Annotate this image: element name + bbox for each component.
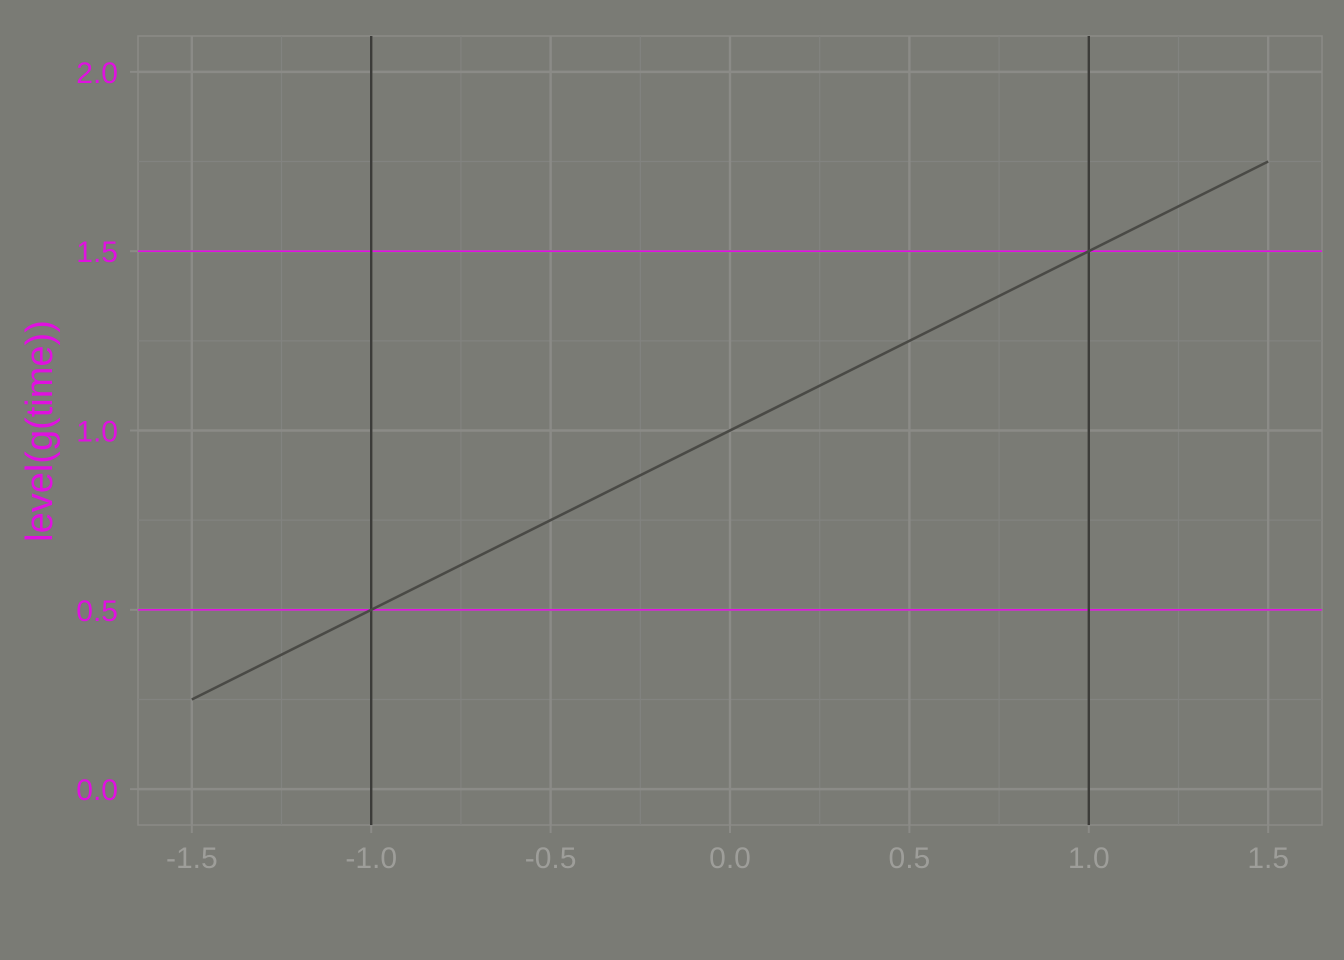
x-tick-label: 1.5: [1247, 842, 1289, 875]
y-axis-title: level(g(time)): [19, 320, 61, 542]
y-tick-label: 1.5: [76, 236, 118, 269]
y-tick-label: 0.5: [76, 595, 118, 628]
series: [191, 160, 1269, 701]
x-tick-label: 0.0: [709, 842, 751, 875]
x-tick-label: -0.5: [525, 842, 577, 875]
x-tick-label: -1.0: [345, 842, 397, 875]
x-tick-label: 1.0: [1068, 842, 1110, 875]
series-line-0: [191, 160, 1269, 701]
y-tick-label: 2.0: [76, 57, 118, 90]
vertical-reference-lines: [370, 36, 1090, 825]
axes: -1.5 -1.0 -0.5 0.0 0.5 1.0 1.5 0.0 0.5 1.0 1.5 2.0: [76, 57, 1289, 875]
x-tick-label: 0.5: [889, 842, 931, 875]
y-tick-label: 0.0: [76, 774, 118, 807]
horizontal-reference-lines: [138, 250, 1322, 611]
y-tick-label: 1.0: [76, 416, 118, 449]
x-tick-label: -1.5: [166, 842, 218, 875]
